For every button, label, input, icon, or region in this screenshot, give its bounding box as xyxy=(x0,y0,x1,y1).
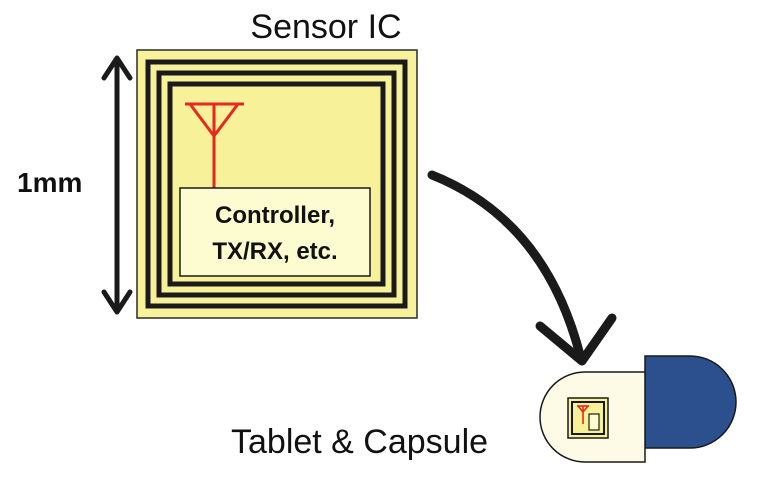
dimension-label: 1mm xyxy=(17,167,82,198)
curved-arrow-icon xyxy=(427,170,617,366)
sensor-chip: Controller, TX/RX, etc. xyxy=(136,49,418,319)
capsule-label: Tablet & Capsule xyxy=(231,423,488,461)
controller-label-line1: Controller, xyxy=(215,202,335,229)
capsule xyxy=(539,355,737,463)
antenna-icon xyxy=(185,102,244,188)
controller-label-line2: TX/RX, etc. xyxy=(212,238,337,265)
double-arrow-icon xyxy=(101,55,133,315)
coil-antenna xyxy=(145,59,408,309)
controller-block xyxy=(179,187,371,277)
capsule-chip xyxy=(567,397,609,439)
sensor-ic-title: Sensor IC xyxy=(250,8,401,46)
